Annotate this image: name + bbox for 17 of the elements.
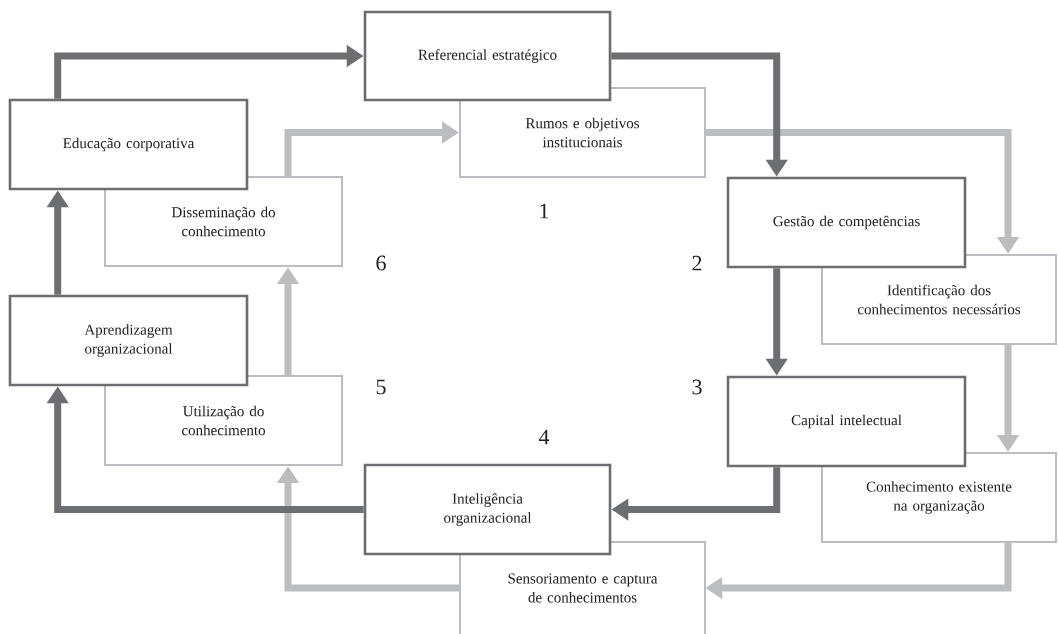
knowledge-box: Conhecimento existente na organização — [821, 452, 1057, 543]
process-box: Capital intelectual — [726, 375, 967, 468]
process-box: Gestão de competências — [726, 176, 967, 269]
knowledge-box: Disseminação do conhecimento — [104, 176, 343, 267]
process-box: Aprendizagem organizacional — [8, 294, 249, 387]
process-box: Referencial estratégico — [363, 10, 612, 102]
step-number: 3 — [692, 379, 702, 395]
process-box: Educação corporativa — [8, 98, 249, 191]
step-number: 1 — [540, 203, 549, 219]
step-number: 5 — [376, 379, 386, 395]
knowledge-box: Rumos e objetivos institucionais — [459, 87, 706, 178]
knowledge-box: Utilização do conhecimento — [104, 375, 343, 466]
step-number: 2 — [692, 255, 702, 271]
knowledge-box: Identificação dos conhecimentos necessários — [821, 254, 1057, 345]
process-box: Inteligência organizacional — [363, 463, 612, 556]
step-number: 6 — [376, 255, 386, 271]
step-number: 4 — [538, 429, 550, 445]
